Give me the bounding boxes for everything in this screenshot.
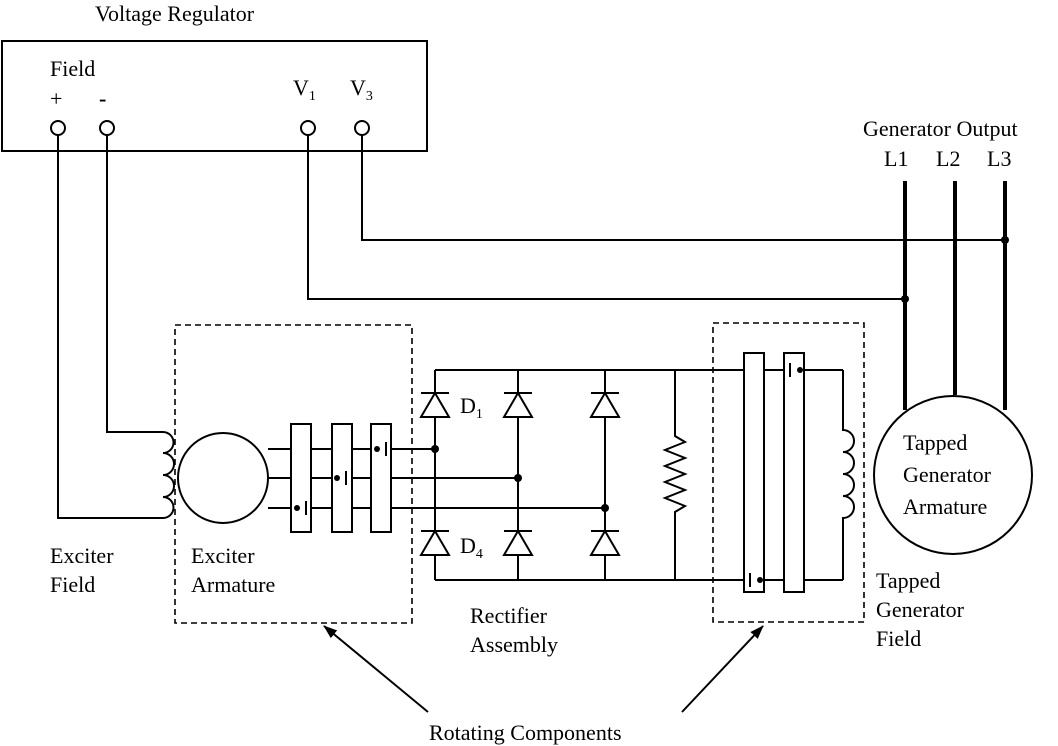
d4-label: D4 bbox=[460, 533, 483, 562]
regulator-box bbox=[1, 40, 428, 152]
regulator-title: Voltage Regulator bbox=[95, 1, 255, 26]
brush-contacts bbox=[305, 442, 387, 515]
field-label-line1: Tapped bbox=[876, 568, 940, 593]
field-brush-dot-1 bbox=[797, 367, 803, 373]
arrow-to-exciter-box bbox=[323, 625, 429, 713]
field-slip-ring-1 bbox=[743, 352, 765, 593]
arrow-to-field-box bbox=[681, 625, 764, 713]
slip-ring-1 bbox=[290, 423, 312, 533]
suppression-resistor bbox=[662, 370, 688, 580]
d1-label: D1 bbox=[460, 393, 483, 422]
field-slip-ring-2 bbox=[783, 352, 805, 593]
v1-sense-wire bbox=[307, 128, 905, 300]
field-label: Field bbox=[50, 56, 95, 81]
field-brush-contacts bbox=[749, 363, 791, 587]
v3-label: V3 bbox=[350, 75, 373, 104]
v1-label: V1 bbox=[293, 75, 316, 104]
field-plus-terminal bbox=[50, 120, 66, 136]
l1-label: L1 bbox=[884, 146, 908, 171]
slip-ring-2 bbox=[331, 423, 353, 533]
field-minus-terminal bbox=[99, 120, 115, 136]
armature-label-line3: Armature bbox=[903, 494, 987, 519]
field-label-line3: Field bbox=[876, 626, 921, 651]
rotating-box-exciter bbox=[174, 324, 413, 624]
rectifier-label-line2: Assembly bbox=[470, 632, 558, 657]
exciter-armature-circle bbox=[177, 432, 269, 524]
brush-dot-3 bbox=[294, 505, 300, 511]
field-plus-wire bbox=[57, 128, 163, 519]
rotating-components-label: Rotating Components bbox=[429, 720, 622, 745]
leg-c-junction bbox=[601, 504, 609, 512]
l1-junction bbox=[901, 295, 909, 303]
lower-diodes bbox=[419, 529, 621, 556]
upper-diodes bbox=[419, 391, 621, 418]
exciter-field-label-line1: Exciter bbox=[50, 543, 114, 568]
l3-junction bbox=[1001, 236, 1009, 244]
l2-label: L2 bbox=[936, 146, 960, 171]
field-brush-dot-2 bbox=[757, 577, 763, 583]
armature-label-line1: Tapped bbox=[903, 430, 967, 455]
field-label-line2: Generator bbox=[876, 597, 965, 622]
exciter-armature-label-line2: Armature bbox=[191, 572, 275, 597]
brush-dot-1 bbox=[374, 446, 380, 452]
v3-terminal bbox=[354, 120, 370, 136]
generator-output-title: Generator Output bbox=[863, 116, 1018, 141]
slip-ring-3 bbox=[370, 423, 392, 533]
rectifier-label-line1: Rectifier bbox=[470, 603, 548, 628]
rotating-box-field bbox=[712, 322, 865, 623]
v3-sense-wire bbox=[361, 128, 1005, 241]
exciter-field-label-line2: Field bbox=[50, 572, 95, 597]
field-plus-label: + bbox=[50, 86, 62, 111]
leg-b-junction bbox=[514, 474, 522, 482]
armature-label-line2: Generator bbox=[903, 462, 992, 487]
generator-armature-circle bbox=[873, 395, 1033, 555]
field-minus-wire bbox=[106, 128, 163, 433]
v1-terminal bbox=[300, 120, 316, 136]
leg-a-junction bbox=[431, 445, 439, 453]
field-minus-label: - bbox=[99, 86, 106, 111]
l3-label: L3 bbox=[987, 146, 1011, 171]
brush-dot-2 bbox=[334, 475, 340, 481]
generator-field-coil bbox=[842, 370, 855, 580]
exciter-armature-label-line1: Exciter bbox=[191, 543, 255, 568]
exciter-field-coil bbox=[162, 431, 175, 519]
